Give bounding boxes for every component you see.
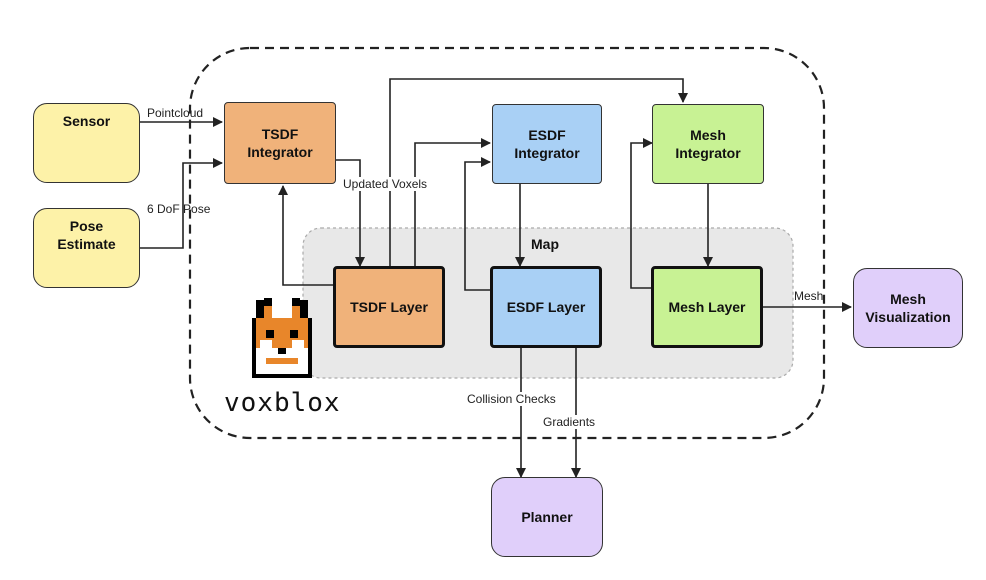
pose-estimate-label: Pose Estimate xyxy=(57,218,116,252)
voxblox-boundary xyxy=(188,46,826,440)
mesh-edge-label: Mesh xyxy=(794,289,824,303)
esdf-layer-node: ESDF Layer xyxy=(490,266,602,348)
mesh-layer-node: Mesh Layer xyxy=(651,266,763,348)
sensor-node: Sensor xyxy=(33,103,140,183)
edge-esdf-feedback xyxy=(464,157,491,291)
edge-mesh-feedback xyxy=(630,138,653,289)
voxblox-fox-logo xyxy=(252,298,312,378)
sensor-label: Sensor xyxy=(62,113,111,129)
esdf-integrator-label: ESDF Integrator xyxy=(514,127,580,161)
esdf-layer-label: ESDF Layer xyxy=(506,299,586,315)
collision-checks-label: Collision Checks xyxy=(467,392,556,406)
edge-tsdf-to-esdf-integrator xyxy=(414,138,491,266)
gradients-label: Gradients xyxy=(543,415,596,429)
edge-pose xyxy=(140,158,223,249)
mesh-layer-label: Mesh Layer xyxy=(668,299,746,315)
tsdf-integrator-label: TSDF Integrator xyxy=(247,126,313,160)
map-label: Map xyxy=(531,236,559,252)
tsdf-layer-label: TSDF Layer xyxy=(350,299,428,315)
edge-tsdf-to-mesh-integrator xyxy=(389,78,688,266)
tsdf-integrator-node: TSDF Integrator xyxy=(224,102,336,184)
edge-updated-voxels xyxy=(336,159,365,267)
pose-edge-label: 6 DoF Pose xyxy=(147,202,211,216)
planner-node: Planner xyxy=(491,477,603,557)
voxblox-wordmark: voxblox xyxy=(224,388,341,418)
mesh-integrator-label: Mesh Integrator xyxy=(675,127,741,161)
mesh-visualization-label: Mesh Visualization xyxy=(865,291,951,325)
mesh-visualization-node: Mesh Visualization xyxy=(853,268,963,348)
planner-label: Planner xyxy=(521,509,573,525)
esdf-integrator-node: ESDF Integrator xyxy=(492,104,602,184)
updated-voxels-label: Updated Voxels xyxy=(343,177,428,191)
edge-tsdf-feedback xyxy=(278,185,333,286)
tsdf-layer-node: TSDF Layer xyxy=(333,266,445,348)
mesh-integrator-node: Mesh Integrator xyxy=(652,104,764,184)
pose-estimate-node: Pose Estimate xyxy=(33,208,140,288)
pointcloud-label: Pointcloud xyxy=(147,106,204,120)
